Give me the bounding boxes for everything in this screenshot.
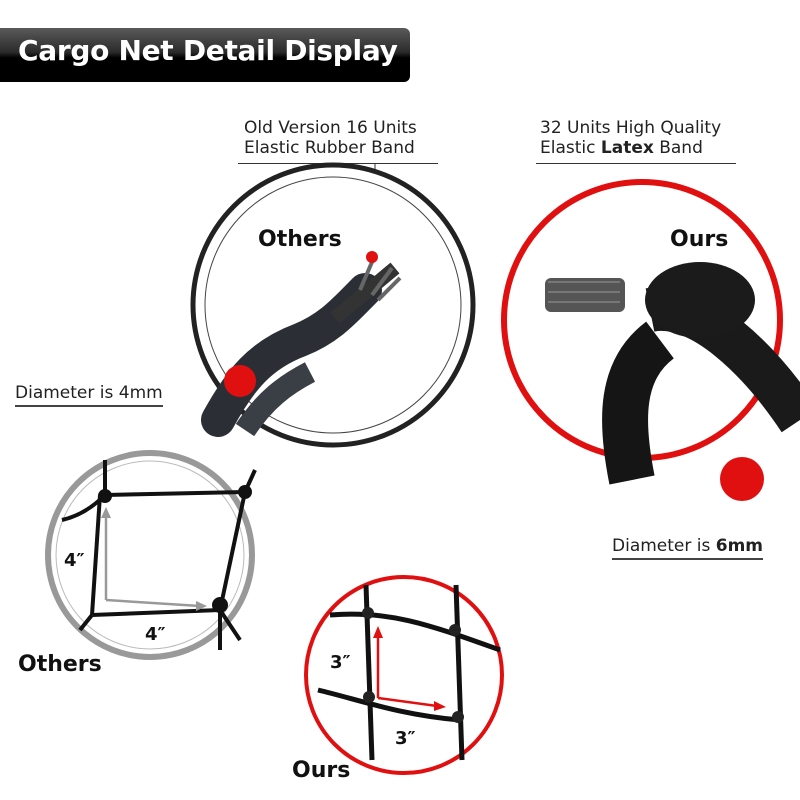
others-marker-dot [366,251,378,263]
banner-title: Cargo Net Detail Display [18,34,398,67]
title-banner: Cargo Net Detail Display [0,28,410,82]
others-diameter-text: Diameter is 4mm [15,383,163,407]
ours-rope-label: Ours [670,227,729,252]
ours-caption-underline [536,163,736,164]
others-net-label: Others [18,652,102,677]
ours-net-circle [304,575,504,775]
others-net-height-dim: 4″ [64,550,85,571]
others-net-circle [45,450,257,660]
others-net-width-dim: 4″ [145,624,166,645]
ours-net-height-dim: 3″ [330,652,351,673]
others-rope-label: Others [258,227,342,252]
ours-rope-caption: 32 Units High Quality Elastic Latex Band [540,118,722,158]
ours-net-label: Ours [292,758,351,783]
ours-rope-circle [501,179,800,501]
ours-diameter-text: Diameter is 6mm [612,536,764,560]
others-diameter-dot [224,365,256,397]
others-rope-caption: Old Version 16 Units Elastic Rubber Band [244,118,417,158]
ours-net-width-dim: 3″ [395,728,416,749]
ours-diameter-dot [720,457,764,501]
others-rope-circle [190,162,476,448]
